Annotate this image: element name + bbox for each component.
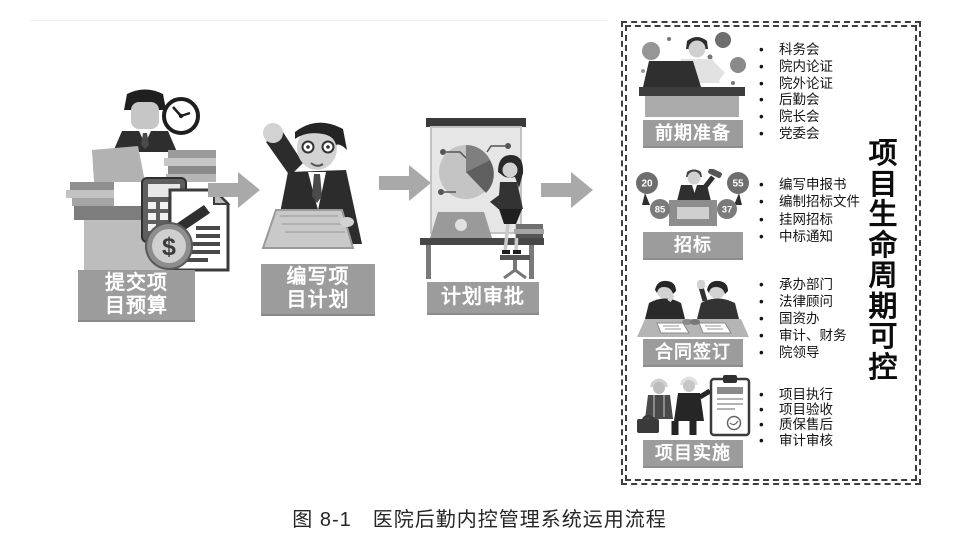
clipboard-icon — [709, 375, 751, 437]
laptop-icon — [92, 146, 145, 182]
auctioneer — [677, 169, 722, 201]
step-label-line: 编写项 — [286, 266, 350, 288]
implementation-illustration — [635, 373, 751, 439]
list-item: 挂网招标 — [747, 211, 897, 229]
write-plan-illustration — [250, 112, 380, 260]
seated-woman — [489, 155, 530, 280]
flow-arrow-2 — [379, 165, 431, 201]
laptop-icon — [430, 212, 492, 238]
worker-left — [637, 378, 673, 433]
laptop-icon — [643, 61, 701, 87]
office-worker — [113, 89, 177, 152]
book-stack-left — [66, 182, 114, 206]
tie — [312, 174, 322, 203]
list-item: 质保售后 — [747, 417, 897, 432]
podium — [669, 200, 717, 226]
bidding-illustration: 20 55 85 37 — [635, 169, 751, 231]
list-item: 项目验收 — [747, 402, 897, 417]
contract-table — [637, 319, 749, 337]
bidding-items: 编写申报书 编制招标文件 挂网招标 中标通知 — [747, 176, 897, 246]
list-item: 承办部门 — [747, 276, 897, 293]
list-item: 科务会 — [747, 42, 897, 59]
list-item: 国资办 — [747, 310, 897, 327]
list-item: 审计、财务 — [747, 327, 897, 344]
list-item: 院内论证 — [747, 59, 897, 76]
worker-right — [671, 376, 712, 435]
cup-icon — [682, 319, 692, 325]
panel-vertical-title: 项目生命周期可控 — [868, 138, 898, 384]
stool — [500, 255, 530, 260]
list-item: 法律顾问 — [747, 293, 897, 310]
paddle-number: 37 — [722, 205, 733, 216]
negotiator-left — [645, 280, 685, 319]
paddle-number: 20 — [641, 179, 653, 190]
toolbox-icon — [637, 419, 659, 433]
gavel-icon — [708, 169, 722, 179]
dollar-sign: $ — [162, 233, 176, 261]
paddle-number: 85 — [655, 205, 666, 216]
prep-items: 科务会 院内论证 院外论证 后勤会 院长会 党委会 — [747, 42, 897, 143]
paddle-number: 55 — [732, 179, 744, 190]
book-stack — [514, 224, 544, 238]
stage-label-prep: 前期准备 — [643, 120, 743, 146]
flow-arrow-1 — [208, 172, 260, 208]
top-rule — [30, 20, 607, 21]
flow-arrow-3 — [541, 172, 593, 208]
figure-caption: 图 8-1 医院后勤内控管理系统运用流程 — [292, 509, 667, 531]
implementation-items: 项目执行 项目验收 质保售后 审计审核 — [747, 387, 897, 448]
lifecycle-panel: 前期准备 科务会 院内论证 院外论证 后勤会 院长会 党委会 — [621, 21, 921, 485]
stamp-icon — [726, 415, 742, 431]
step-label-line: 目计划 — [286, 289, 350, 311]
clock-icon — [162, 97, 200, 135]
list-item: 编写申报书 — [747, 176, 897, 194]
list-item: 项目执行 — [747, 387, 897, 402]
list-item: 院外论证 — [747, 76, 897, 93]
raised-fist — [263, 123, 283, 143]
cup-icon — [690, 319, 700, 325]
list-item: 后勤会 — [747, 92, 897, 109]
step-label-line: 计划审批 — [441, 286, 525, 308]
list-item: 院长会 — [747, 109, 897, 126]
list-item: 中标通知 — [747, 228, 897, 246]
step-label-plan-approval: 计划审批 — [427, 282, 539, 313]
stage-label-contract: 合同签订 — [643, 339, 743, 365]
submit-budget-illustration: $ — [50, 86, 240, 276]
desk — [420, 238, 544, 279]
list-item: 审计审核 — [747, 433, 897, 448]
step-label-line: 提交项 — [105, 272, 168, 294]
list-item: 院领导 — [747, 344, 897, 361]
laptop-icon — [261, 209, 355, 249]
prep-illustration — [635, 29, 751, 117]
stage-label-bidding: 招标 — [643, 232, 743, 258]
bid-paddles: 20 55 85 37 — [636, 172, 749, 219]
desk — [639, 87, 745, 117]
contract-illustration — [635, 279, 751, 339]
stage-label-implementation: 项目实施 — [643, 440, 743, 466]
contract-items: 承办部门 法律顾问 国资办 审计、财务 院领导 — [747, 276, 897, 361]
dollar-coin-icon: $ — [145, 222, 193, 270]
step-label-submit-budget: 提交项 目预算 — [78, 270, 195, 320]
negotiator-right — [697, 280, 739, 319]
plan-approval-illustration — [416, 112, 550, 282]
step-label-write-plan: 编写项 目计划 — [261, 264, 375, 314]
list-item: 编制招标文件 — [747, 193, 897, 211]
book-stack-right — [164, 150, 216, 182]
chat-bubbles — [641, 32, 746, 85]
step-label-line: 目预算 — [105, 295, 168, 317]
list-item: 党委会 — [747, 126, 897, 143]
raised-hand — [697, 280, 705, 289]
